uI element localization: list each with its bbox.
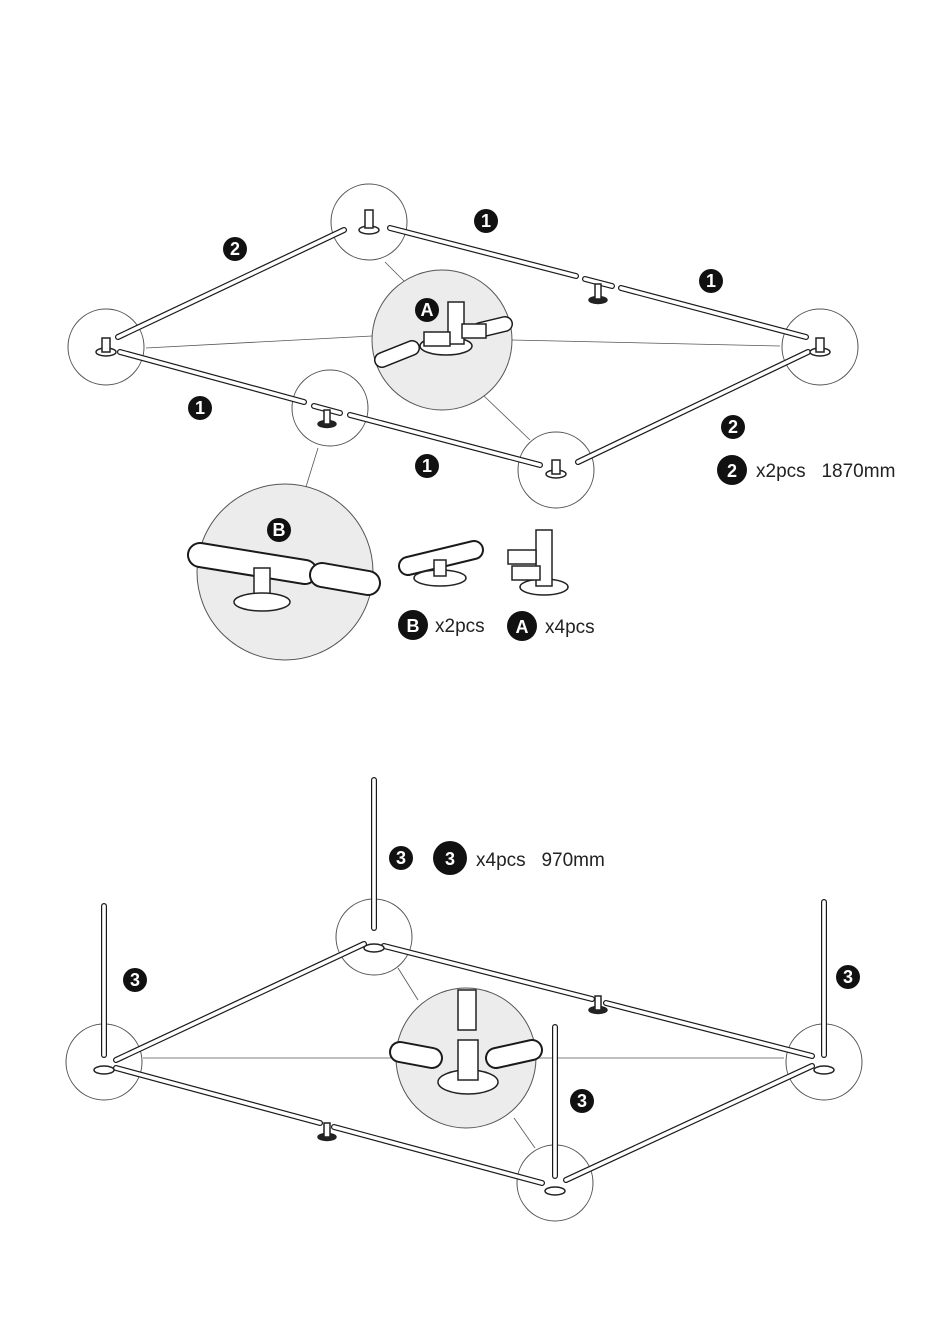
callout-pipe-right-bottom: 2: [721, 415, 745, 439]
step2-diagram: 3 3 3 3 3 x4pcs 970mm: [66, 780, 862, 1221]
callout-pipe-top-a: 1: [474, 209, 498, 233]
svg-text:3: 3: [843, 967, 853, 987]
svg-text:1: 1: [706, 271, 716, 291]
legend-part-2-text: x2pcs 1870mm: [756, 461, 895, 482]
callout-pole-bottom: 3: [570, 1089, 594, 1113]
svg-text:1: 1: [422, 456, 432, 476]
callout-pole-right: 3: [836, 965, 860, 989]
svg-text:3: 3: [396, 848, 406, 868]
zoom-detail-a: A: [372, 270, 512, 410]
part-b-illustration: [408, 550, 474, 586]
svg-text:B: B: [407, 616, 420, 636]
legend-part-b-text: x2pcs: [435, 616, 485, 637]
callout-pipe-left-top: 2: [223, 237, 247, 261]
legend-part-2: 2 x2pcs 1870mm: [717, 455, 895, 485]
callout-pipe-top-b: 1: [699, 269, 723, 293]
step1-diagram: A B 1 1 2 1: [68, 184, 895, 660]
svg-text:2: 2: [230, 239, 240, 259]
svg-text:2: 2: [728, 417, 738, 437]
legend-part-b: B x2pcs: [398, 610, 485, 640]
part-a-illustration: [508, 530, 568, 595]
svg-text:3: 3: [577, 1091, 587, 1111]
legend-part-3: 3 x4pcs 970mm: [433, 841, 605, 875]
legend-part-a: A x4pcs: [507, 611, 595, 641]
zoom-b-label: B: [273, 520, 286, 540]
svg-text:1: 1: [195, 398, 205, 418]
svg-text:3: 3: [130, 970, 140, 990]
callout-pole-left: 3: [123, 968, 147, 992]
legend-part-3-text: x4pcs 970mm: [476, 850, 605, 871]
svg-text:A: A: [516, 617, 529, 637]
zoom-detail-b: B: [197, 484, 373, 660]
svg-text:1: 1: [481, 211, 491, 231]
callout-pipe-left-bottom: 1: [188, 396, 212, 420]
zoom-a-label: A: [421, 300, 434, 320]
zoom-detail-pole: [396, 988, 536, 1128]
legend-part-a-text: x4pcs: [545, 617, 595, 638]
svg-text:2: 2: [727, 461, 737, 481]
svg-text:3: 3: [445, 849, 455, 869]
callout-pipe-bottom-mid: 1: [415, 454, 439, 478]
callout-pole-top: 3: [389, 846, 413, 870]
